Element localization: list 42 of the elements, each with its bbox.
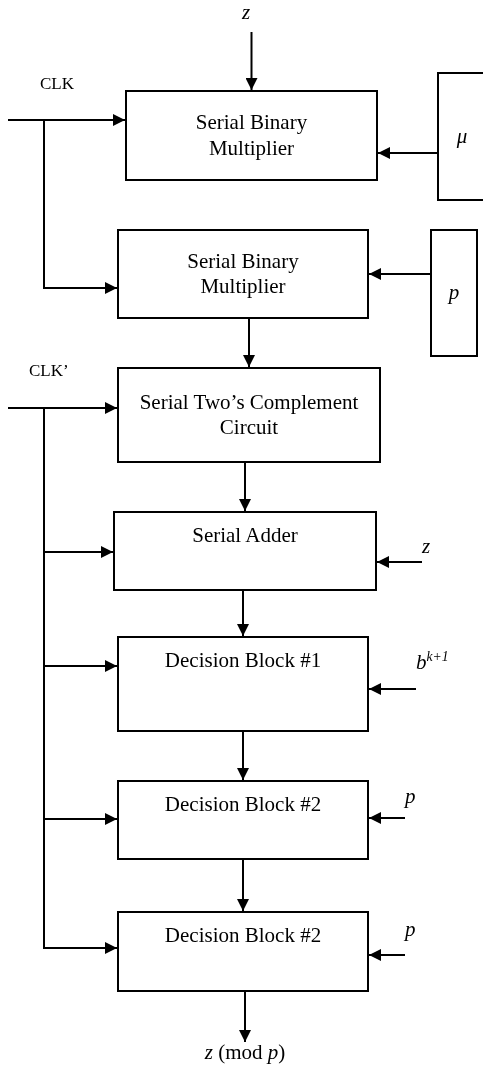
process-box [437, 72, 483, 201]
block-label: Decision Block #2 [164, 923, 322, 949]
arrow [368, 812, 406, 824]
process-box [125, 90, 378, 181]
arrow [368, 949, 406, 961]
arrow [239, 462, 251, 512]
process-box [117, 636, 369, 732]
process-box [117, 911, 369, 992]
signal-label: p [405, 786, 425, 821]
arrow [43, 119, 118, 294]
arrow [7, 114, 126, 126]
arrow [368, 683, 417, 695]
block-label: Serial Binary Multiplier [186, 248, 300, 300]
signal-label: z [237, 2, 255, 32]
signal-label: b$^{k+1}$ [416, 650, 468, 692]
process-box [430, 229, 478, 357]
process-box [117, 367, 381, 463]
arrow [376, 556, 423, 568]
block-label: Serial Two’s Complement Circuit [138, 389, 360, 441]
block-label: Decision Block #1 [164, 648, 322, 674]
arrow [237, 859, 249, 912]
arrow [245, 31, 258, 91]
process-box [117, 780, 369, 860]
arrow [237, 590, 249, 637]
process-box [117, 229, 369, 319]
arrow [368, 268, 431, 280]
block-label: p [448, 280, 460, 306]
arrow [239, 991, 251, 1043]
signal-label: z (mod p) [180, 1042, 310, 1066]
signal-label: z [422, 536, 438, 566]
signal-label: CLK’ [29, 361, 69, 381]
arrow [243, 318, 255, 368]
arrow [237, 731, 249, 781]
arrow [377, 147, 438, 159]
signal-label: CLK [40, 74, 74, 94]
process-box [113, 511, 377, 591]
block-label: Serial Binary Multiplier [194, 110, 309, 161]
arrow [7, 402, 118, 414]
block-label: Decision Block #2 [164, 792, 322, 818]
block-label: Serial Adder [192, 523, 298, 549]
block-label: μ [456, 123, 468, 150]
signal-label: p [405, 919, 425, 958]
